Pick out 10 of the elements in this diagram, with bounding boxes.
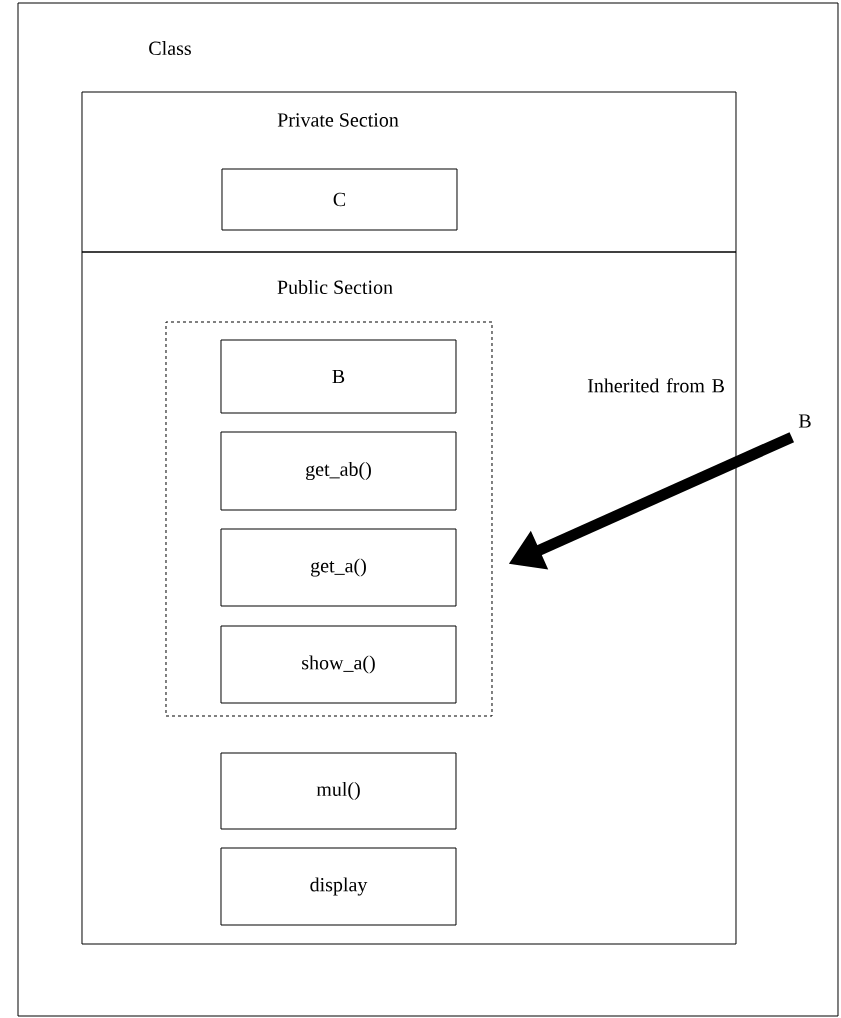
member-box: B bbox=[220, 339, 457, 414]
member-box: mul() bbox=[220, 752, 457, 830]
note-text: Inherited from B bbox=[587, 378, 724, 393]
member-box: display bbox=[220, 847, 457, 926]
member-box: get_ab() bbox=[220, 431, 457, 511]
inherited-group-box bbox=[165, 321, 493, 717]
member-box: C bbox=[221, 168, 458, 231]
member-box: get_a() bbox=[220, 528, 457, 607]
member-box: show_a() bbox=[220, 625, 457, 704]
base-class-label: B bbox=[798, 414, 811, 428]
